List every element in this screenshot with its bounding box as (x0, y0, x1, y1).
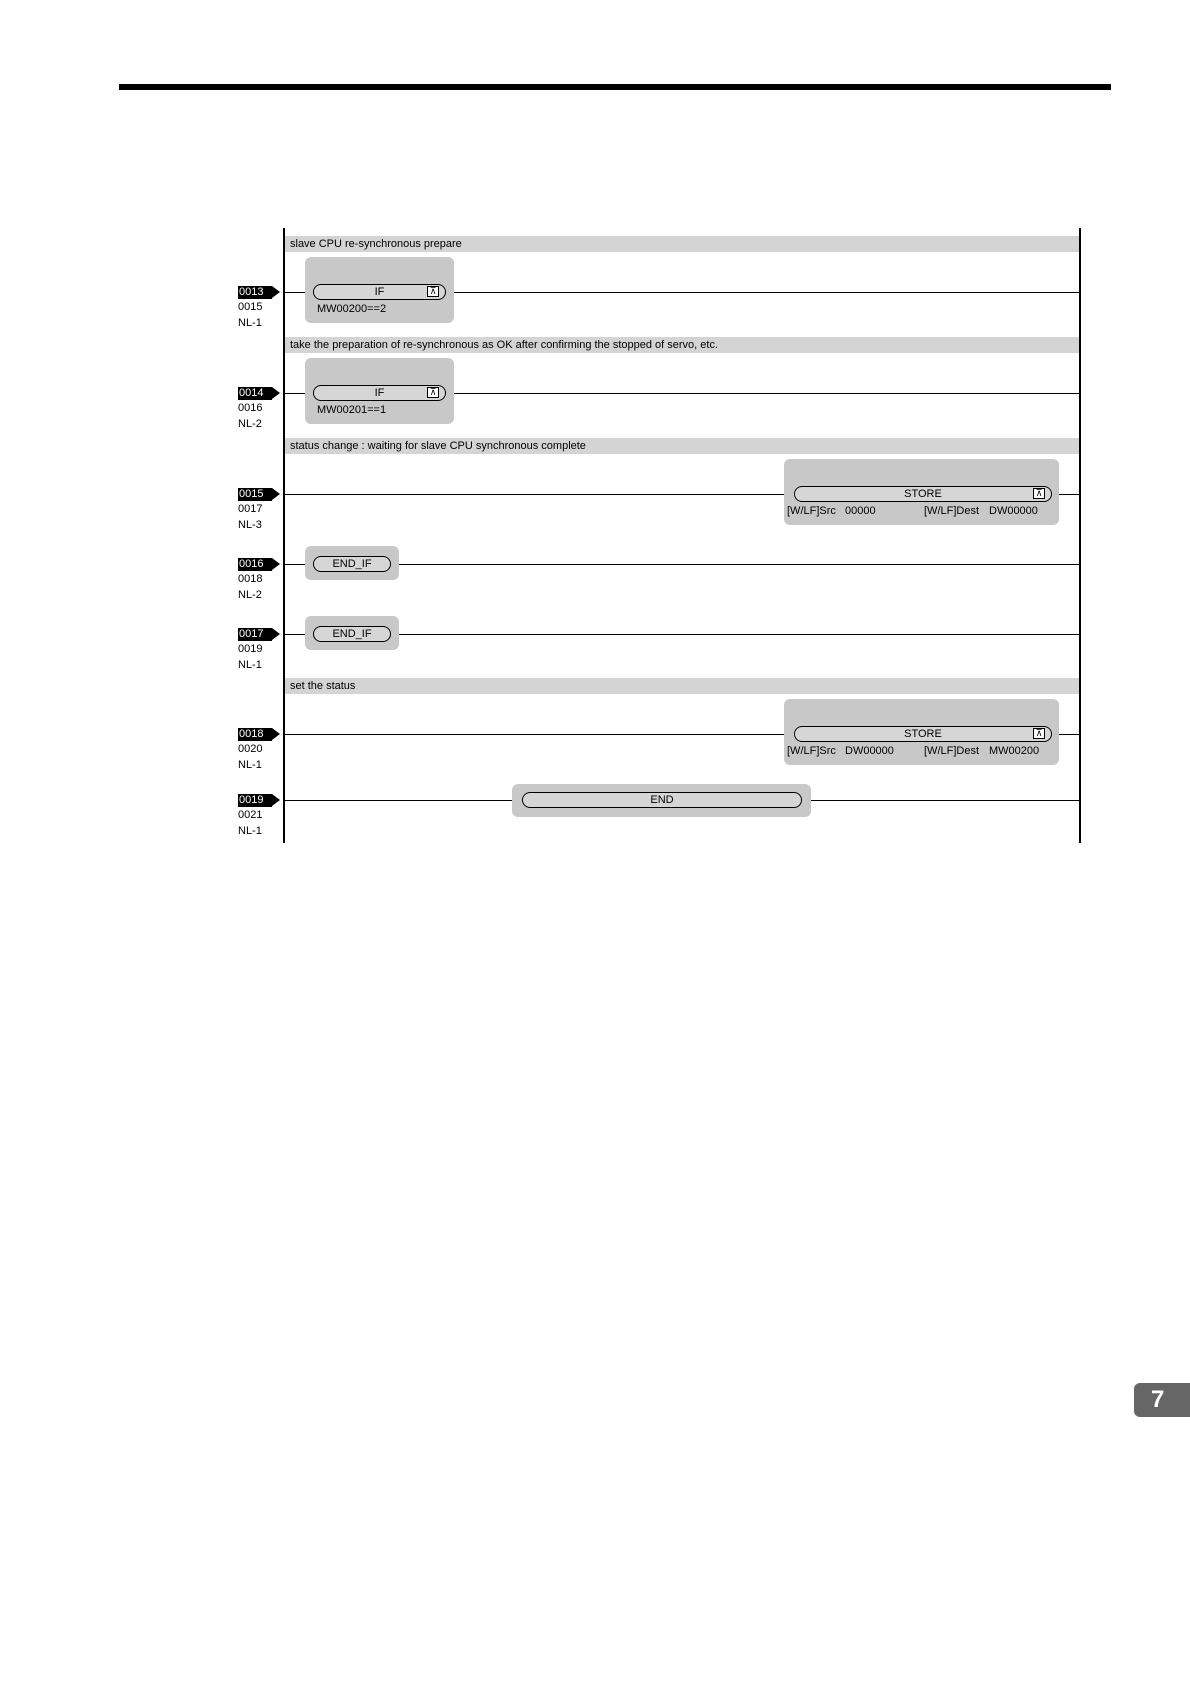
instruction-label: IF (374, 286, 385, 298)
line-number: 0018 (238, 573, 263, 585)
if-instruction[interactable]: IF ⊼ (313, 385, 446, 401)
line-number: 0020 (238, 743, 263, 755)
header-rule (119, 84, 1111, 90)
rung-comment: status change : waiting for slave CPU sy… (285, 438, 1079, 454)
nest-level: NL-1 (238, 759, 262, 771)
store-block[interactable]: STORE ⊼ [W/LF]Src 00000 [W/LF]Dest DW000… (784, 459, 1059, 525)
line-number: 0019 (238, 643, 263, 655)
expand-icon[interactable]: ⊼ (427, 286, 439, 297)
end-if-block[interactable]: END_IF (305, 546, 399, 580)
rung-comment: take the preparation of re-synchronous a… (285, 337, 1079, 353)
step-number[interactable]: 0019 (238, 794, 280, 807)
line-number: 0017 (238, 503, 263, 515)
if-block[interactable]: IF ⊼ MW00200==2 (305, 257, 454, 323)
step-number[interactable]: 0017 (238, 628, 280, 641)
ladder-program: slave CPU re-synchronous prepare 0013 00… (236, 228, 1086, 848)
rung-line (285, 292, 1079, 293)
dest-label: [W/LF]Dest (924, 505, 980, 517)
line-number: 0016 (238, 402, 263, 414)
src-value[interactable]: 00000 (845, 505, 876, 517)
step-number[interactable]: 0015 (238, 488, 280, 501)
dest-value[interactable]: DW00000 (989, 505, 1038, 517)
step-number[interactable]: 0018 (238, 728, 280, 741)
end-if-instruction[interactable]: END_IF (313, 626, 391, 642)
store-block[interactable]: STORE ⊼ [W/LF]Src DW00000 [W/LF]Dest MW0… (784, 699, 1059, 765)
expand-icon[interactable]: ⊼ (1033, 728, 1045, 739)
end-if-block[interactable]: END_IF (305, 616, 399, 650)
rung-line (285, 494, 1079, 495)
step-number[interactable]: 0013 (238, 286, 280, 299)
dest-label: [W/LF]Dest (924, 745, 980, 757)
end-block[interactable]: END (512, 784, 811, 817)
rung-line (285, 564, 1079, 565)
nest-level: NL-1 (238, 317, 262, 329)
left-power-rail (283, 228, 285, 843)
rung-line (285, 393, 1079, 394)
store-instruction[interactable]: STORE ⊼ (794, 726, 1052, 742)
instruction-label: STORE (904, 728, 942, 740)
if-block[interactable]: IF ⊼ MW00201==1 (305, 358, 454, 424)
line-number: 0015 (238, 301, 263, 313)
step-number[interactable]: 0014 (238, 387, 280, 400)
nest-level: NL-1 (238, 659, 262, 671)
line-number: 0021 (238, 809, 263, 821)
if-condition: MW00201==1 (317, 404, 387, 416)
rung-line (285, 634, 1079, 635)
src-value[interactable]: DW00000 (845, 745, 894, 757)
src-label: [W/LF]Src (787, 745, 836, 757)
instruction-label: STORE (904, 488, 942, 500)
nest-level: NL-1 (238, 825, 262, 837)
instruction-label: IF (374, 387, 385, 399)
src-label: [W/LF]Src (787, 505, 836, 517)
rung-comment: slave CPU re-synchronous prepare (285, 236, 1079, 252)
step-number[interactable]: 0016 (238, 558, 280, 571)
expand-icon[interactable]: ⊼ (1033, 488, 1045, 499)
end-instruction[interactable]: END (522, 792, 802, 808)
if-condition: MW00200==2 (317, 303, 387, 315)
if-instruction[interactable]: IF ⊼ (313, 284, 446, 300)
expand-icon[interactable]: ⊼ (427, 387, 439, 398)
store-instruction[interactable]: STORE ⊼ (794, 486, 1052, 502)
dest-value[interactable]: MW00200 (989, 745, 1040, 757)
rung-comment: set the status (285, 678, 1079, 694)
right-power-rail (1079, 228, 1081, 843)
chapter-tab: 7 (1134, 1383, 1190, 1417)
nest-level: NL-3 (238, 519, 262, 531)
nest-level: NL-2 (238, 418, 262, 430)
rung-line (285, 734, 1079, 735)
end-if-instruction[interactable]: END_IF (313, 556, 391, 572)
nest-level: NL-2 (238, 589, 262, 601)
